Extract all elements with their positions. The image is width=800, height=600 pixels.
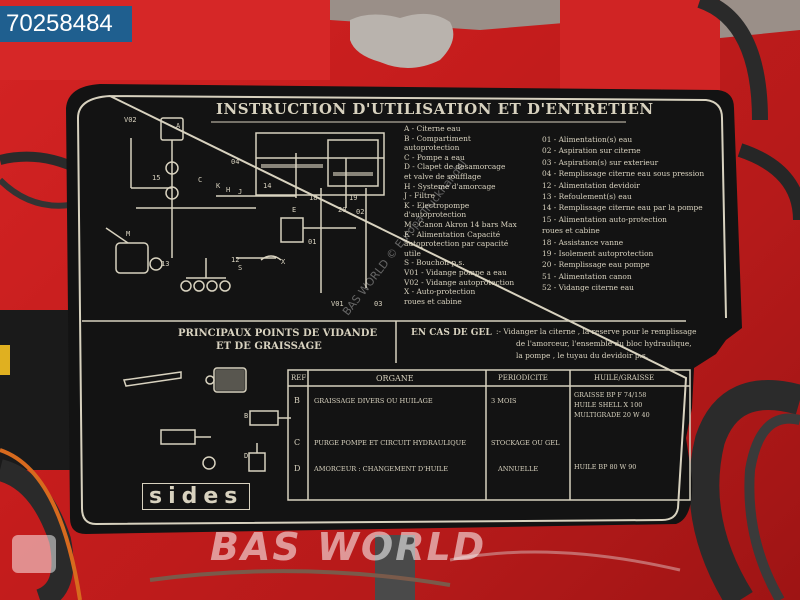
legend-left-item: et valve de soufflage [404,171,482,181]
diagram-label: 20 [338,206,347,214]
section-vidange-title-2: ET DE GRAISSAGE [216,341,322,352]
legend-left-item: B - Compartiment [404,133,471,143]
legend-right: 01 - Alimentation(s) eau 02 - Aspiration … [542,134,704,294]
legend-right-item: 18 - Assistance vanne [542,237,624,247]
table-row-c-organe: PURGE POMPE ET CIRCUIT HYDRAULIQUE [314,439,467,447]
diagram-label: 13 [161,260,170,268]
legend-left-item: E - Alimentation Capacité [404,229,501,239]
gel-title: EN CAS DE GEL [411,328,492,338]
legend-right-item: 04 - Remplissage citerne eau sous pressi… [542,169,705,179]
legend-left-item: autoprotection [404,143,460,153]
plate-graphic [66,84,742,534]
legend-right-item: 52 - Vidange citerne eau [542,283,634,293]
legend-left-item: V02 - Vidange autoprotection [404,277,515,287]
table-header-ref: REF [291,374,307,382]
maintenance-drawings [123,367,291,472]
listing-id-badge: 70258484 [0,6,132,42]
legend-left-item: K - Electropompe [404,200,470,210]
table-row-c-periode: STOCKAGE OU GEL [491,439,560,447]
legend-left-item: C - Pompe a eau [404,152,465,162]
diagram-label: D [244,452,249,460]
diagram-label: V02 [124,116,137,124]
legend-right-item: 12 - Alimentation devidoir [542,180,640,190]
legend-left-item: autoprotection par capacité [404,239,509,249]
legend-left-item: X - Auto-protection [404,287,476,297]
legend-left-item: V01 - Vidange pompe a eau [404,267,507,277]
diagram-label: S [238,264,243,272]
table-row-d-ref: D [294,464,301,473]
diagram-label: E [292,206,297,214]
table-row-b-periode: 3 MOIS [491,397,517,405]
diagram-label: 14 [263,182,272,190]
plate-title: INSTRUCTION D'UTILISATION ET D'ENTRETIEN [216,100,654,118]
diagram-label: B [244,412,249,420]
legend-right-item: 15 - Alimentation auto-protection [542,214,667,224]
diagram-label: 01 [308,238,317,246]
legend-left-item: utile [404,248,421,258]
gel-text-1: :- Vidanger la citerne , la reserve pour… [496,327,697,336]
table-header-huile: HUILE/GRAISSE [594,374,655,382]
table-header-periodicite: PERIODICITE [498,374,548,382]
legend-left-item: A - Citerne eau [404,124,461,133]
diagram-label: 19 [349,194,358,202]
table-row-b-huile-2: HUILE SHELL X 100 [574,401,643,409]
hydraulic-diagram [105,117,385,293]
table-row-d-huile-1: HUILE BP 80 W 90 [574,463,637,471]
table-row-b-ref: B [294,396,300,405]
maintenance-table-grid [287,369,691,501]
legend-left-item: H - Systeme d'amorcage [404,181,496,191]
instruction-plate: INSTRUCTION D'UTILISATION ET D'ENTRETIEN… [66,78,746,540]
legend-left-item: D - Clapet de desamorcage [404,162,506,172]
diagram-label: V01 [331,300,344,308]
legend-right-item: 03 - Aspiration(s) sur exterieur [542,157,659,167]
diagram-label: J [238,188,243,196]
diagram-label: 04 [231,158,240,166]
diagram-label: X [281,258,286,266]
legend-left-item: M - Canon Akron 14 bars Max [404,219,517,229]
table-header-organe: ORGANE [376,374,414,383]
sides-logo: sides [142,483,251,510]
diagram-label: 15 [152,174,161,182]
bas-world-watermark: BAS WORLD [210,525,487,569]
legend-right-item: 14 - Remplissage citerne eau par la pomp… [542,203,703,213]
table-row-b-huile-1: GRAISSE BP F 74/158 [574,391,647,399]
diagram-label: H [226,186,231,194]
diagram-label: M [126,230,131,238]
table-row-d-periode: ANNUELLE [498,465,539,473]
diagram-label: 12 [231,256,240,264]
table-row-d-organe: AMORCEUR : CHANGEMENT D'HUILE [314,465,449,473]
legend-left-item: d'autoprotection [404,210,467,220]
section-vidange-title-1: PRINCIPAUX POINTS DE VIDANDE [178,328,378,339]
diagram-label: K [216,182,221,190]
diagram-label: A [176,122,181,130]
legend-left-item: roues et cabine [404,296,462,306]
legend-left-item: S - Bouchon p.s. [404,258,465,268]
legend-right-item: 51 - Alimentation canon [542,271,632,281]
legend-right-item: roues et cabine [542,226,600,236]
diagram-label: 03 [374,300,383,308]
diagram-label: C [198,176,203,184]
legend-right-item: 13 - Refoulement(s) eau [542,192,632,202]
tank-fill [261,164,373,176]
gel-text-2: de l'amorceur, l'ensemble du bloc hydrau… [516,339,692,348]
table-row-b-huile-3: MULTIGRADE 20 W 40 [574,411,650,419]
gel-text-3: la pompe , le tuyau du devidoir p.s. [516,351,649,360]
legend-right-item: 01 - Alimentation(s) eau [542,135,633,144]
legend-left-item: J - Filtre [404,191,435,201]
legend-right-item: 02 - Aspiration sur citerne [542,146,641,156]
diagram-label: 02 [356,208,365,216]
diagram-label: 18 [309,194,318,202]
legend-right-item: 19 - Isolement autoprotection [542,249,654,259]
legend-right-item: 20 - Remplissage eau pompe [542,260,650,270]
table-row-c-ref: C [294,438,301,447]
table-row-b-organe: GRAISSAGE DIVERS OU HUILAGE [314,397,433,405]
